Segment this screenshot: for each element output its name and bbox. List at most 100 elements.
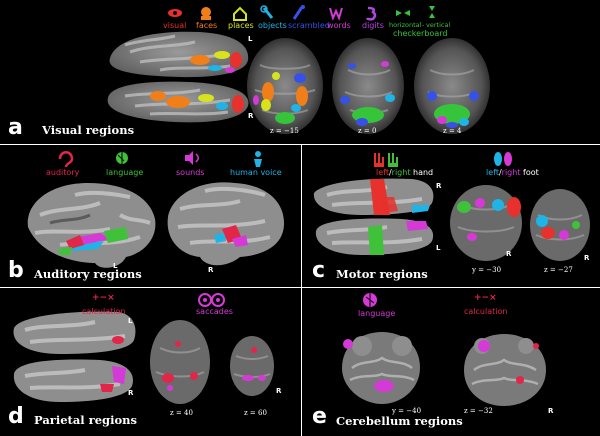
visual-icon bbox=[168, 9, 182, 17]
scrambled-icon bbox=[292, 5, 305, 20]
legend-hand-sep: / bbox=[388, 168, 392, 177]
coronal-slice bbox=[450, 185, 522, 261]
panel-a-illustration bbox=[107, 5, 490, 134]
hemi-label-bottom: R bbox=[128, 389, 134, 397]
axial-cerebellum-slice bbox=[530, 189, 590, 261]
legend-auditory: auditory bbox=[46, 168, 80, 177]
panel-c-illustration bbox=[313, 152, 590, 261]
legend-saccades: saccades bbox=[196, 307, 233, 316]
slice-label-3: z = 4 bbox=[443, 127, 462, 135]
horizontal-icon bbox=[396, 10, 410, 16]
axial-slice-z60 bbox=[230, 336, 274, 396]
right-hemisphere-surface bbox=[107, 81, 249, 123]
places-icon bbox=[233, 6, 247, 21]
auditory-icon bbox=[58, 151, 74, 168]
right-lateral-surface bbox=[167, 182, 285, 266]
objects-icon bbox=[260, 5, 274, 19]
hemi-label-right: R bbox=[208, 266, 214, 274]
axial-cerebellum-slice bbox=[464, 334, 546, 406]
panel-d-letter: d bbox=[8, 404, 24, 429]
words-icon bbox=[329, 7, 343, 21]
legend-sounds: sounds bbox=[176, 168, 205, 177]
panel-b-letter: b bbox=[8, 258, 24, 283]
panel-d-parietal-regions: +−× calculation saccades L R R z = 40 z … bbox=[0, 288, 301, 436]
legend-digits: digits bbox=[362, 21, 384, 30]
slice-label-y: y = −40 bbox=[392, 407, 422, 415]
legend-language: language bbox=[106, 168, 144, 177]
slice-hemi-label: R bbox=[548, 407, 554, 415]
panel-e-title: Cerebellum regions bbox=[336, 414, 463, 428]
calculation-icon: +−× bbox=[474, 293, 497, 303]
legend-places: places bbox=[228, 21, 254, 30]
legend-calculation: calculation bbox=[464, 307, 508, 316]
panel-b-auditory-regions: auditory language sounds human voice L R… bbox=[0, 145, 301, 287]
legend-hand-noun: hand bbox=[413, 168, 434, 177]
legend-foot-right: right bbox=[501, 168, 521, 177]
hemi-label-top: L bbox=[128, 317, 133, 325]
digits-icon bbox=[365, 6, 377, 21]
axial-slice-3 bbox=[414, 38, 490, 134]
legend-foot-left: left bbox=[486, 168, 499, 177]
slice-label-1: z = −15 bbox=[270, 127, 299, 135]
legend-visual: visual bbox=[163, 21, 187, 30]
left-lateral-surface bbox=[27, 183, 156, 268]
left-dorsal-surface bbox=[13, 311, 136, 354]
legend-vertical: vertical bbox=[426, 21, 451, 29]
panel-b-title: Auditory regions bbox=[34, 267, 142, 281]
hemi-label-bottom: R bbox=[248, 112, 254, 120]
right-foot-icon bbox=[504, 152, 512, 166]
slice-label-z: z = −27 bbox=[544, 266, 573, 274]
saccades-icon bbox=[198, 293, 225, 307]
legend-sep: - bbox=[422, 21, 425, 29]
axial-slice-z40 bbox=[150, 320, 210, 404]
legend-horizontal: horizontal bbox=[389, 21, 422, 29]
legend-foot-sep: / bbox=[498, 168, 502, 177]
axial-hemi-label: R bbox=[584, 254, 590, 262]
vertical-icon bbox=[429, 6, 435, 18]
legend-objects: objects bbox=[258, 21, 287, 30]
panel-e-cerebellum-regions: language +−× calculation y = −40 z = −32… bbox=[302, 288, 600, 436]
faces-icon bbox=[201, 7, 211, 20]
panel-a-visual-regions: visual faces places objects scrambled wo… bbox=[0, 0, 600, 144]
slice-label-z60: z = 60 bbox=[244, 409, 267, 417]
panel-a-letter: a bbox=[8, 115, 23, 140]
legend-foot: left/right foot bbox=[486, 169, 539, 177]
legend-hand-right: right bbox=[391, 168, 411, 177]
legend-human-voice: human voice bbox=[230, 168, 282, 177]
hemi-label-top: L bbox=[248, 35, 253, 43]
panel-d-illustration bbox=[13, 293, 274, 404]
legend-foot-noun: foot bbox=[523, 168, 539, 177]
sounds-icon bbox=[185, 151, 199, 165]
legend-words: words bbox=[327, 21, 351, 30]
panel-d-title: Parietal regions bbox=[34, 413, 137, 427]
slice-label-2: z = 0 bbox=[358, 127, 377, 135]
hemi-label-left: L bbox=[113, 262, 118, 270]
slice-label-z: z = −32 bbox=[464, 407, 493, 415]
legend-scrambled: scrambled bbox=[288, 21, 330, 30]
legend-hand-left: left bbox=[376, 168, 389, 177]
legend-hand: left/right hand bbox=[376, 169, 433, 177]
panel-c-motor-regions: left/right hand left/right foot R L R R … bbox=[302, 145, 600, 287]
coronal-cerebellum-slice bbox=[342, 332, 420, 404]
panel-c-title: Motor regions bbox=[336, 267, 428, 281]
hemi-label-bottom: L bbox=[436, 244, 441, 252]
legend-checkerboard: checkerboard bbox=[393, 29, 448, 38]
hemi-label-top: R bbox=[436, 182, 442, 190]
legend-faces: faces bbox=[196, 21, 218, 30]
right-dorsal-surface bbox=[13, 359, 133, 402]
language-icon bbox=[363, 293, 377, 307]
panel-b-illustration bbox=[27, 151, 285, 268]
legend-calculation: calculation bbox=[82, 307, 126, 316]
right-dorsal-surface bbox=[313, 178, 434, 215]
calculation-icon: +−× bbox=[92, 293, 115, 303]
left-dorsal-surface bbox=[315, 218, 434, 255]
slice-label-z40: z = 40 bbox=[170, 409, 193, 417]
panel-a-title: Visual regions bbox=[42, 123, 135, 137]
language-icon bbox=[116, 152, 128, 164]
human-voice-icon bbox=[254, 151, 262, 167]
slice-hemi-label: R bbox=[276, 387, 282, 395]
left-hemisphere-surface bbox=[109, 31, 249, 78]
slice-label-y: y = −30 bbox=[472, 266, 502, 274]
panel-e-illustration bbox=[342, 293, 546, 406]
